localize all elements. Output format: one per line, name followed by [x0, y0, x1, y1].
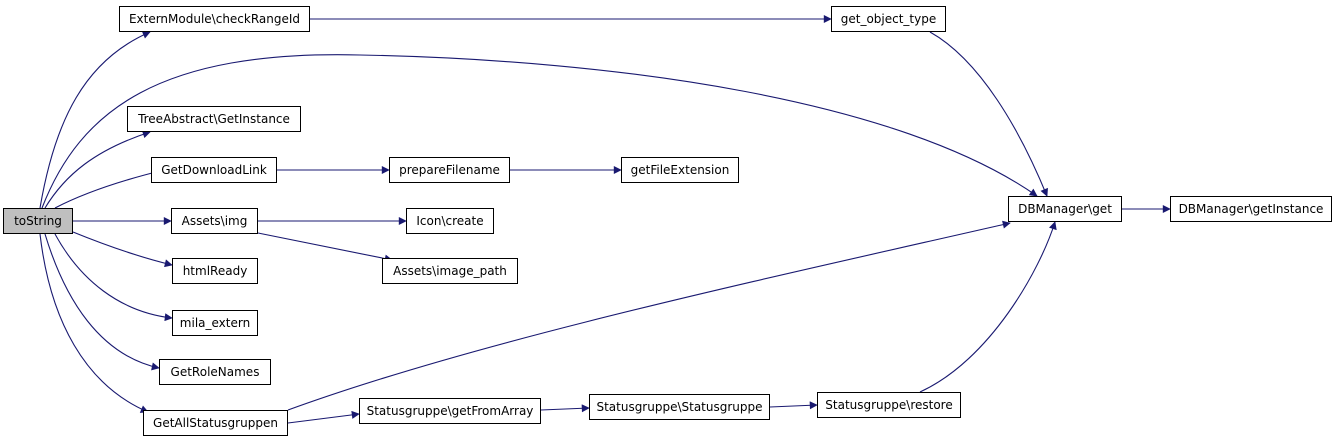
edge-assets-img-to-assets-image-path — [257, 232, 393, 263]
node-extern-check-range-id[interactable]: ExternModule\checkRangeId — [119, 6, 310, 32]
node-dbmanager-get[interactable]: DBManager\get — [1008, 196, 1122, 222]
node-assets-img[interactable]: Assets\img — [171, 208, 258, 234]
edge-to-string-to-tree-abstract-get-instance — [44, 130, 151, 209]
node-assets-image-path[interactable]: Assets\image_path — [382, 258, 518, 284]
node-statusgruppe-restore[interactable]: Statusgruppe\restore — [817, 392, 961, 418]
edge-statusgruppe-statusgruppe-to-statusgruppe-restore — [769, 401, 818, 410]
edge-to-string-to-get-all-statusgruppen — [39, 233, 149, 413]
edge-to-string-to-dbmanager-get — [41, 54, 1038, 209]
edge-to-string-to-mila-extern — [54, 233, 173, 322]
node-get-role-names[interactable]: GetRoleNames — [159, 359, 271, 385]
node-icon-create[interactable]: Icon\create — [406, 208, 494, 234]
node-statusgruppe-statusgruppe[interactable]: Statusgruppe\Statusgruppe — [589, 394, 770, 420]
edge-to-string-to-get-role-names — [44, 233, 160, 371]
node-get-download-link[interactable]: GetDownloadLink — [151, 157, 277, 183]
edge-get-all-statusgruppen-to-dbmanager-get — [287, 220, 1011, 411]
node-statusgruppe-get-from-array[interactable]: Statusgruppe\getFromArray — [359, 398, 541, 424]
edge-to-string-to-extern-check-range-id — [39, 31, 151, 209]
node-get-object-type[interactable]: get_object_type — [831, 6, 946, 32]
node-mila-extern[interactable]: mila_extern — [172, 310, 258, 336]
edge-get-object-type-to-dbmanager-get — [929, 31, 1048, 197]
edge-to-string-to-html-ready — [72, 231, 173, 268]
node-get-all-statusgruppen[interactable]: GetAllStatusgruppen — [143, 410, 288, 436]
node-html-ready[interactable]: htmlReady — [172, 258, 258, 284]
node-prepare-filename[interactable]: prepareFilename — [389, 157, 510, 183]
node-to-string: toString — [3, 208, 73, 234]
node-tree-abstract-get-instance[interactable]: TreeAbstract\GetInstance — [127, 106, 301, 132]
edge-statusgruppe-restore-to-dbmanager-get — [919, 221, 1057, 393]
edge-to-string-to-get-download-link — [54, 167, 165, 209]
node-get-file-extension[interactable]: getFileExtension — [621, 157, 739, 183]
node-dbmanager-get-instance[interactable]: DBManager\getInstance — [1170, 196, 1332, 222]
edge-statusgruppe-get-from-array-to-statusgruppe-statusgruppe — [540, 404, 590, 413]
edge-get-all-statusgruppen-to-statusgruppe-get-from-array — [287, 410, 360, 424]
